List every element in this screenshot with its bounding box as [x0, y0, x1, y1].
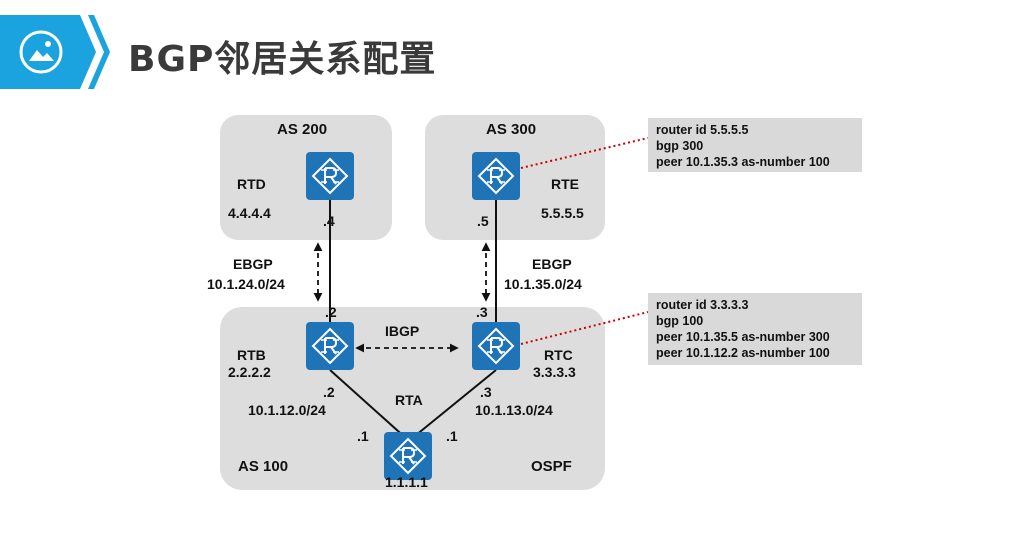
- rte-config-line: peer 10.1.35.3 as-number 100: [656, 155, 830, 169]
- rte-config-line: router id 5.5.5.5: [656, 123, 749, 137]
- rte-name: RTE: [551, 176, 579, 192]
- rtc-down-interface-label: .3: [480, 384, 492, 400]
- rtd-id: 4.4.4.4: [228, 205, 271, 221]
- rtc-config-line: router id 3.3.3.3: [656, 298, 749, 312]
- rte-interface-label: .5: [477, 213, 489, 229]
- picture-icon: [19, 30, 63, 74]
- router-rtc-icon: [471, 321, 521, 371]
- callout-line-rte: [520, 137, 649, 169]
- rtd-name: RTD: [237, 176, 266, 192]
- rta-right-interface-label: .1: [446, 428, 458, 444]
- slide-header: BGP邻居关系配置: [0, 0, 1016, 100]
- link-rtb-rta: [329, 369, 409, 441]
- rtb-up-interface-label: .2: [325, 304, 337, 320]
- rtc-config-line: peer 10.1.35.5 as-number 300: [656, 330, 830, 344]
- router-rte-icon: [471, 151, 521, 201]
- ibgp-label: IBGP: [385, 323, 420, 339]
- rtd-interface-label: .4: [323, 213, 335, 229]
- rte-id: 5.5.5.5: [541, 205, 584, 221]
- as100-label: AS 100: [238, 458, 289, 475]
- rtb-down-interface-label: .2: [323, 384, 335, 400]
- page-title: BGP邻居关系配置: [128, 39, 437, 80]
- router-rtd-icon: [305, 151, 355, 201]
- rta-left-interface-label: .1: [357, 428, 369, 444]
- subnet-13-label: 10.1.13.0/24: [475, 402, 553, 418]
- rte-config-box: router id 5.5.5.5 bgp 300 peer 10.1.35.3…: [648, 118, 862, 172]
- ebgp-right-label: EBGP: [532, 256, 572, 272]
- ospf-label: OSPF: [531, 458, 572, 475]
- router-rtb-icon: [305, 321, 355, 371]
- rtb-name: RTB: [237, 347, 266, 363]
- rte-config-line: bgp 300: [656, 139, 704, 153]
- rta-id: 1.1.1.1: [385, 474, 428, 490]
- rtc-up-interface-label: .3: [476, 304, 488, 320]
- router-rta-icon: [383, 431, 433, 481]
- subnet-12-label: 10.1.12.0/24: [248, 402, 326, 418]
- rtc-config-box: router id 3.3.3.3 bgp 100 peer 10.1.35.5…: [648, 293, 862, 365]
- ebgp-left-label: EBGP: [233, 256, 273, 272]
- rtb-id: 2.2.2.2: [228, 364, 271, 380]
- as300-label: AS 300: [486, 121, 537, 138]
- subnet-35-label: 10.1.35.0/24: [504, 276, 582, 292]
- rtc-name: RTC: [544, 347, 573, 363]
- header-banner: [0, 15, 110, 89]
- subnet-24-label: 10.1.24.0/24: [207, 276, 285, 292]
- rta-name: RTA: [395, 392, 423, 408]
- callout-line-rtc: [520, 311, 649, 345]
- as200-label: AS 200: [277, 121, 328, 138]
- link-rtc-rta: [409, 369, 497, 441]
- rtc-config-line: peer 10.1.12.2 as-number 100: [656, 346, 830, 360]
- rtc-config-line: bgp 100: [656, 314, 704, 328]
- rtc-id: 3.3.3.3: [533, 364, 576, 380]
